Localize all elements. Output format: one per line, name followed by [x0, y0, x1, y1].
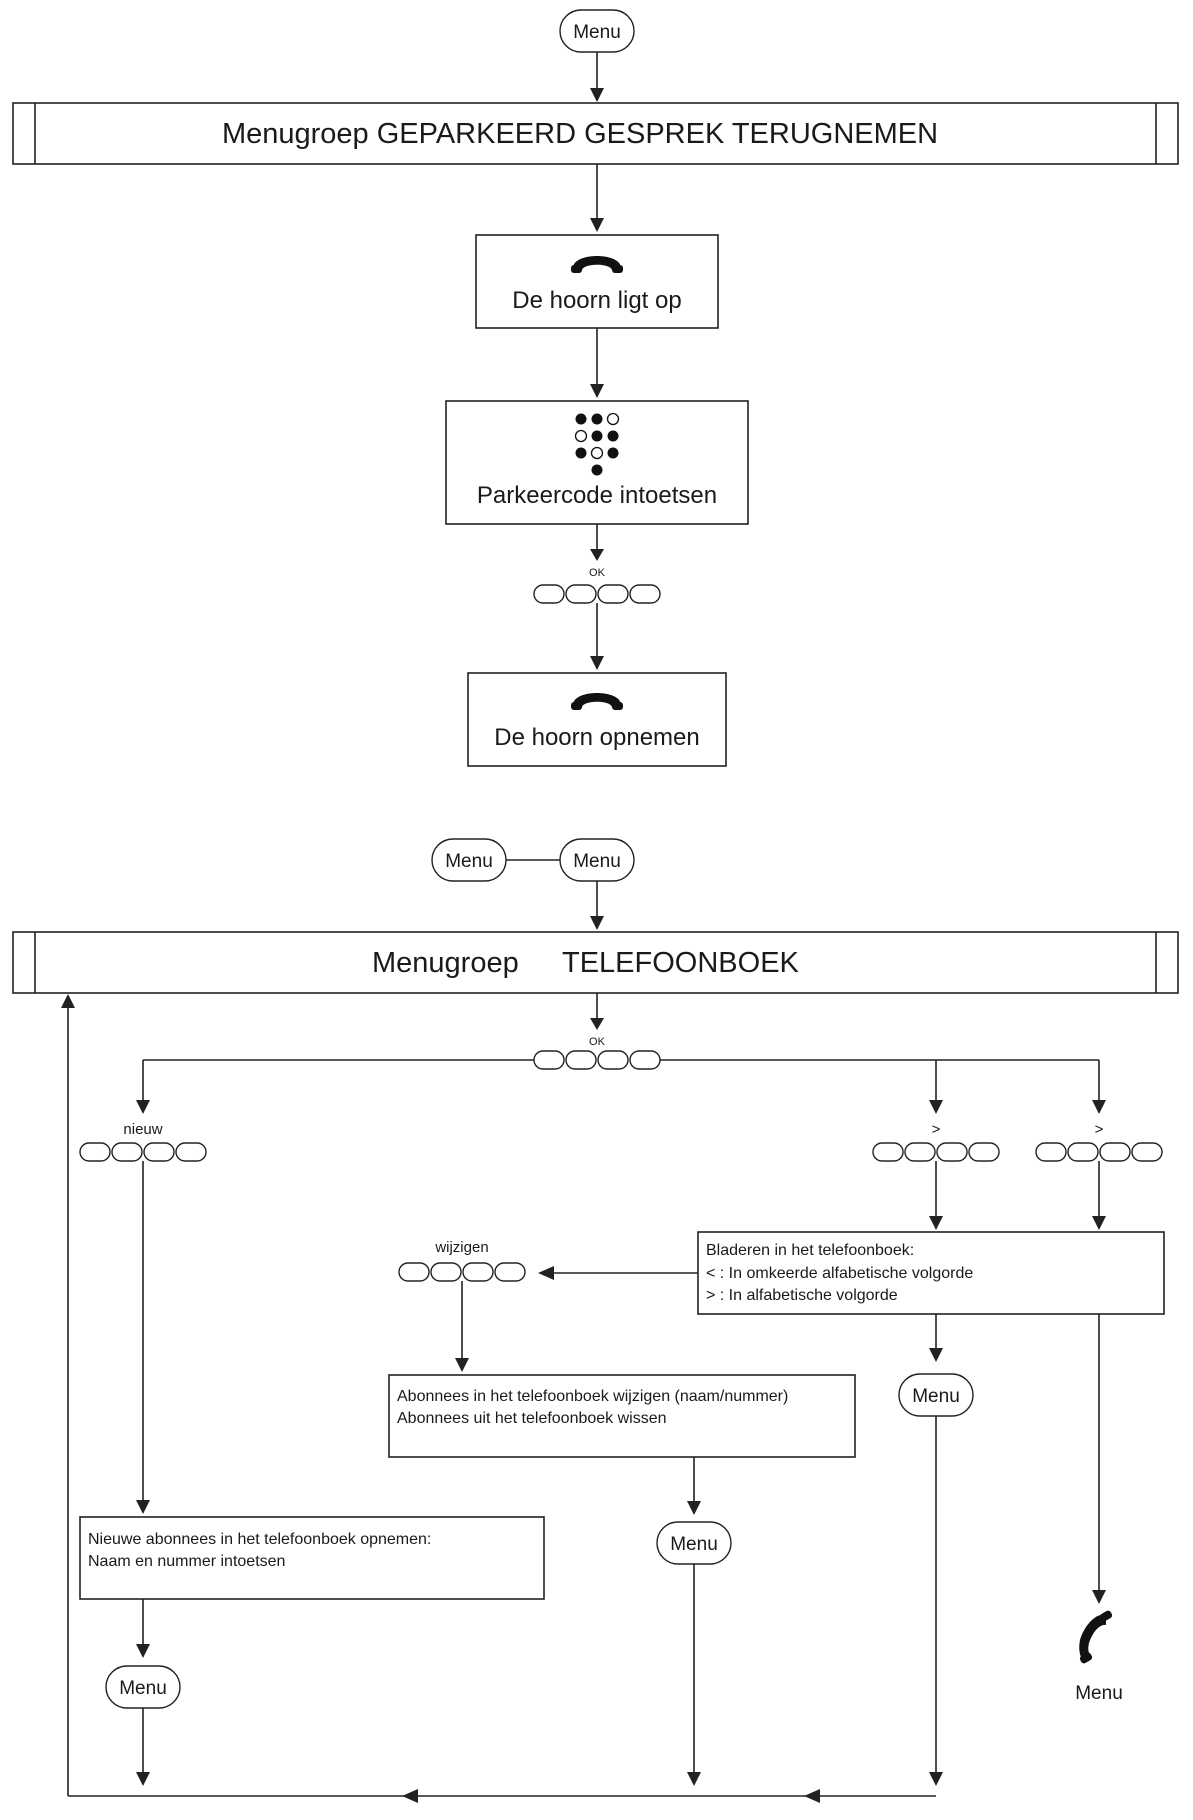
softkey-edit-label: wijzigen: [434, 1239, 488, 1256]
menu-button-after-new[interactable]: Menu: [105, 1665, 181, 1709]
menu-button-label: Menu: [119, 1678, 167, 1699]
handset-lift-icon: [1079, 1610, 1113, 1664]
softkey-ok-label: OK: [589, 567, 606, 579]
softkey-row-ok[interactable]: [533, 1050, 661, 1070]
step-handset-down: De hoorn ligt op: [475, 234, 719, 329]
menugroup-title-prefix: Menugroep: [372, 947, 519, 979]
menugroup-header-parked: Menugroep GEPARKEERD GESPREK TERUGNEMEN: [12, 102, 1179, 165]
menu-button-label: Menu: [670, 1534, 718, 1555]
new-subscriber-box: Nieuwe abonnees in het telefoonboek opne…: [79, 1516, 545, 1600]
menu-button-label: Menu: [573, 22, 621, 43]
step-lift-handset: De hoorn opnemen: [467, 672, 727, 767]
edit-line-2: Abonnees uit het telefoonboek wissen: [397, 1410, 667, 1427]
new-line-1: Nieuwe abonnees in het telefoonboek opne…: [88, 1531, 431, 1548]
softkey-row-ok[interactable]: [533, 584, 661, 604]
menu-button-label: Menu: [445, 851, 493, 872]
softkey-row-next-1[interactable]: [872, 1142, 1000, 1162]
softkey-next-label: >: [932, 1121, 941, 1138]
menugroup-title-name: TELEFOONBOEK: [562, 947, 800, 979]
step-label: De hoorn ligt op: [512, 287, 681, 314]
edit-line-1: Abonnees in het telefoonboek wijzigen (n…: [397, 1388, 788, 1405]
softkey-ok-label: OK: [589, 1036, 606, 1048]
browse-line-2: < : In omkeerde alfabetische volgorde: [706, 1265, 973, 1282]
section-phonebook: Menu Menu Menugroep TELEFOONBOEK OK: [12, 838, 1179, 1803]
browse-line-3: > : In alfabetische volgorde: [706, 1287, 898, 1304]
handset-menu-label: Menu: [1075, 1683, 1123, 1704]
softkey-new-label: nieuw: [123, 1121, 162, 1138]
step-label: Parkeercode intoetsen: [477, 482, 717, 509]
menu-button-label: Menu: [912, 1386, 960, 1407]
keypad-icon: [574, 412, 620, 476]
menugroup-title: Menugroep GEPARKEERD GESPREK TERUGNEMEN: [222, 118, 938, 150]
menu-button-start[interactable]: Menu: [559, 9, 635, 53]
softkey-next-label: >: [1095, 1121, 1104, 1138]
menu-button-label: Menu: [573, 851, 621, 872]
menu-button-after-browse[interactable]: Menu: [898, 1373, 974, 1417]
softkey-row-new[interactable]: [79, 1142, 207, 1162]
softkey-row-edit[interactable]: [398, 1262, 526, 1282]
softkey-row-next-2[interactable]: [1035, 1142, 1163, 1162]
new-line-2: Naam en nummer intoetsen: [88, 1553, 285, 1570]
menu-button-left[interactable]: Menu: [431, 838, 507, 882]
step-label: De hoorn opnemen: [494, 724, 699, 751]
edit-phonebook-box: Abonnees in het telefoonboek wijzigen (n…: [388, 1374, 856, 1458]
menugroup-header-phonebook: Menugroep TELEFOONBOEK: [12, 931, 1179, 994]
section-parked-call: Menu Menugroep GEPARKEERD GESPREK TERUGN…: [12, 9, 1179, 767]
menu-button-after-edit[interactable]: Menu: [656, 1521, 732, 1565]
step-enter-park-code: Parkeercode intoetsen: [445, 400, 749, 525]
menu-button-right[interactable]: Menu: [559, 838, 635, 882]
browse-phonebook-box: Bladeren in het telefoonboek: < : In omk…: [697, 1231, 1165, 1315]
browse-line-1: Bladeren in het telefoonboek:: [706, 1242, 914, 1259]
